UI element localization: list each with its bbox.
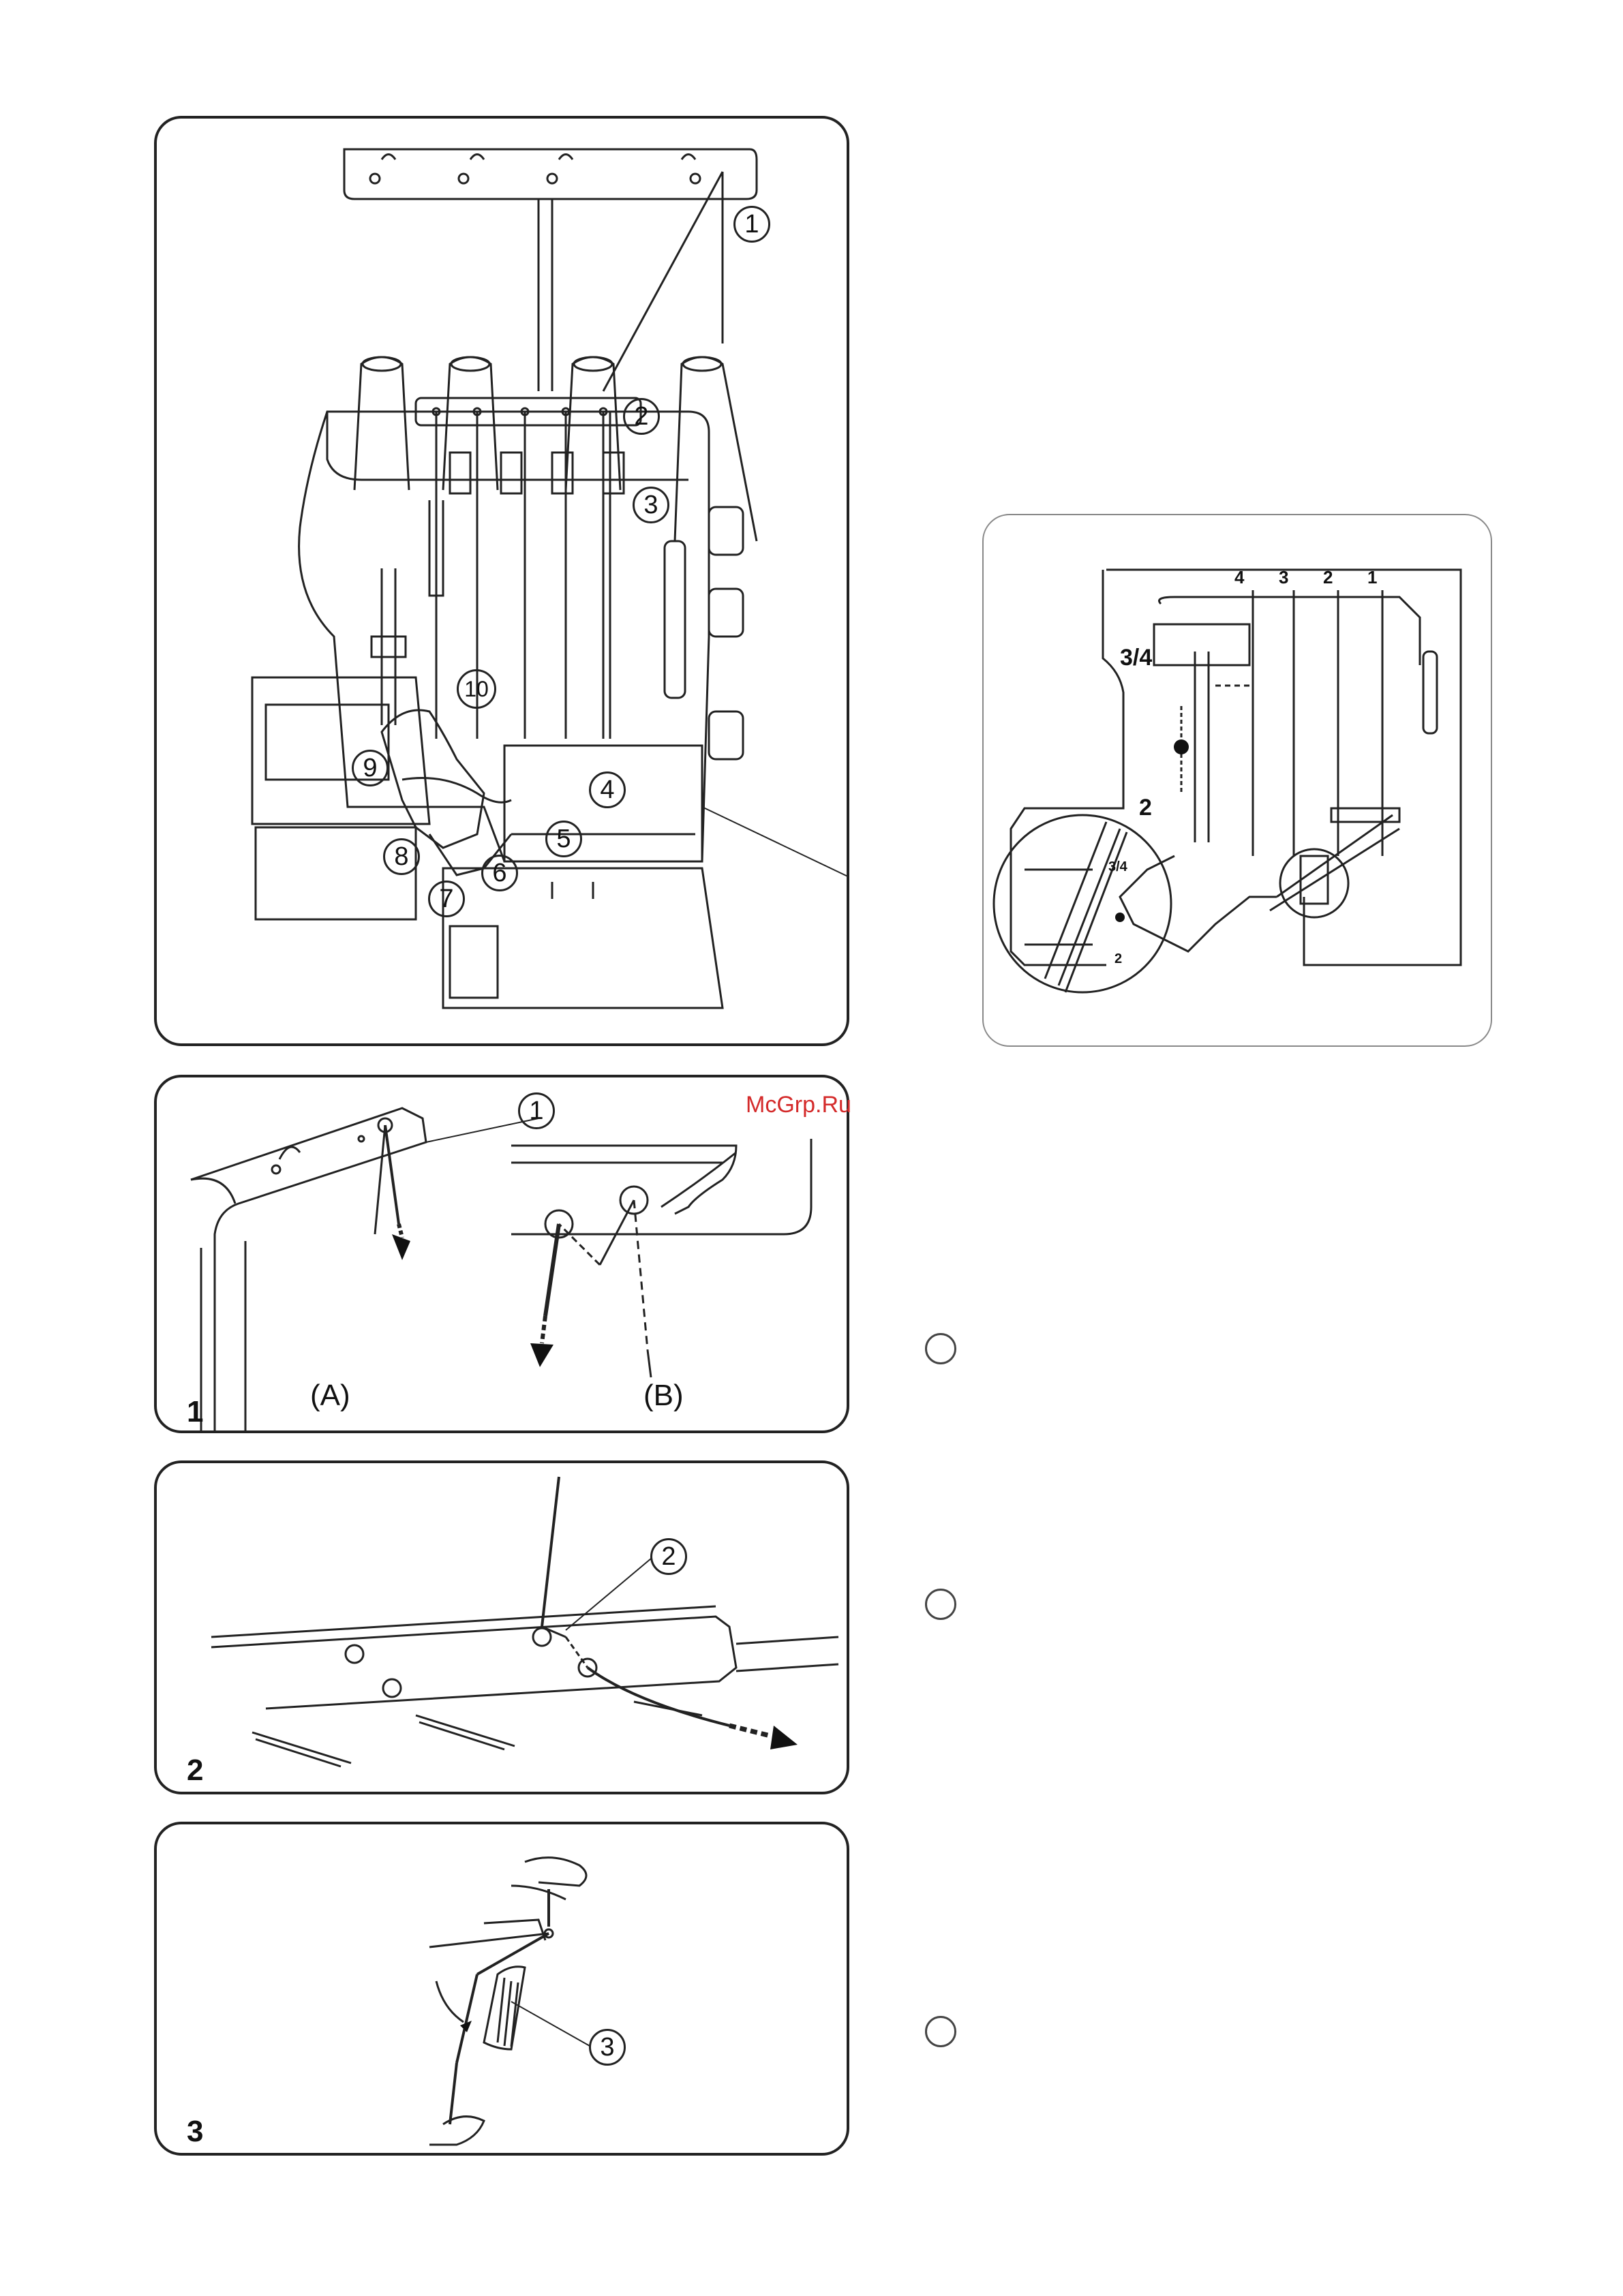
zoom-label-2: 2 [1114,951,1122,967]
sub-label-a: (A) [310,1379,350,1413]
watermark: McGrp.Ru [746,1092,851,1118]
figure-3-number: 3 [187,2115,203,2149]
empty-marker-1 [925,1333,956,1364]
figure-3-callout: 3 [589,2029,626,2066]
callout-4: 4 [589,771,626,808]
serger-machine-drawing [157,119,849,1046]
zoom-label-3-4: 3/4 [1108,859,1127,875]
figure-1-callout: 1 [518,1092,555,1129]
figure-2-number: 2 [187,1754,203,1788]
figure-1-number: 1 [187,1395,203,1429]
callout-7: 7 [428,881,465,917]
main-threading-figure: 1 2 3 4 5 6 7 8 9 10 [154,116,849,1046]
figure-1-drawing [157,1077,849,1433]
figure-2-panel: 2 2 [154,1460,849,1794]
callout-8: 8 [383,838,420,875]
figure-3-panel: 3 3 [154,1822,849,2156]
empty-marker-2 [925,1589,956,1620]
needle-label-4: 4 [1234,567,1244,588]
label-3-4: 3/4 [1120,645,1152,671]
needle-label-3: 3 [1279,567,1288,588]
callout-5: 5 [545,821,582,857]
needle-label-2: 2 [1323,567,1333,588]
empty-marker-3 [925,2016,956,2047]
callout-1: 1 [733,206,770,243]
inset-detail-figure: 4 3 2 1 3/4 2 3/4 2 [982,514,1492,1047]
figure-2-callout: 2 [650,1538,687,1575]
inset-drawing [984,515,1492,1047]
callout-3: 3 [633,487,669,523]
callout-9: 9 [352,750,389,786]
figure-1-panel: 1 1 (A) (B) [154,1075,849,1433]
callout-10: 10 [457,669,496,709]
needle-label-1: 1 [1367,567,1377,588]
figure-2-drawing [157,1463,849,1794]
callout-2: 2 [623,398,660,435]
figure-3-drawing [157,1824,849,2156]
label-2: 2 [1139,795,1152,821]
sub-label-b: (B) [643,1379,684,1413]
callout-6: 6 [481,855,518,891]
